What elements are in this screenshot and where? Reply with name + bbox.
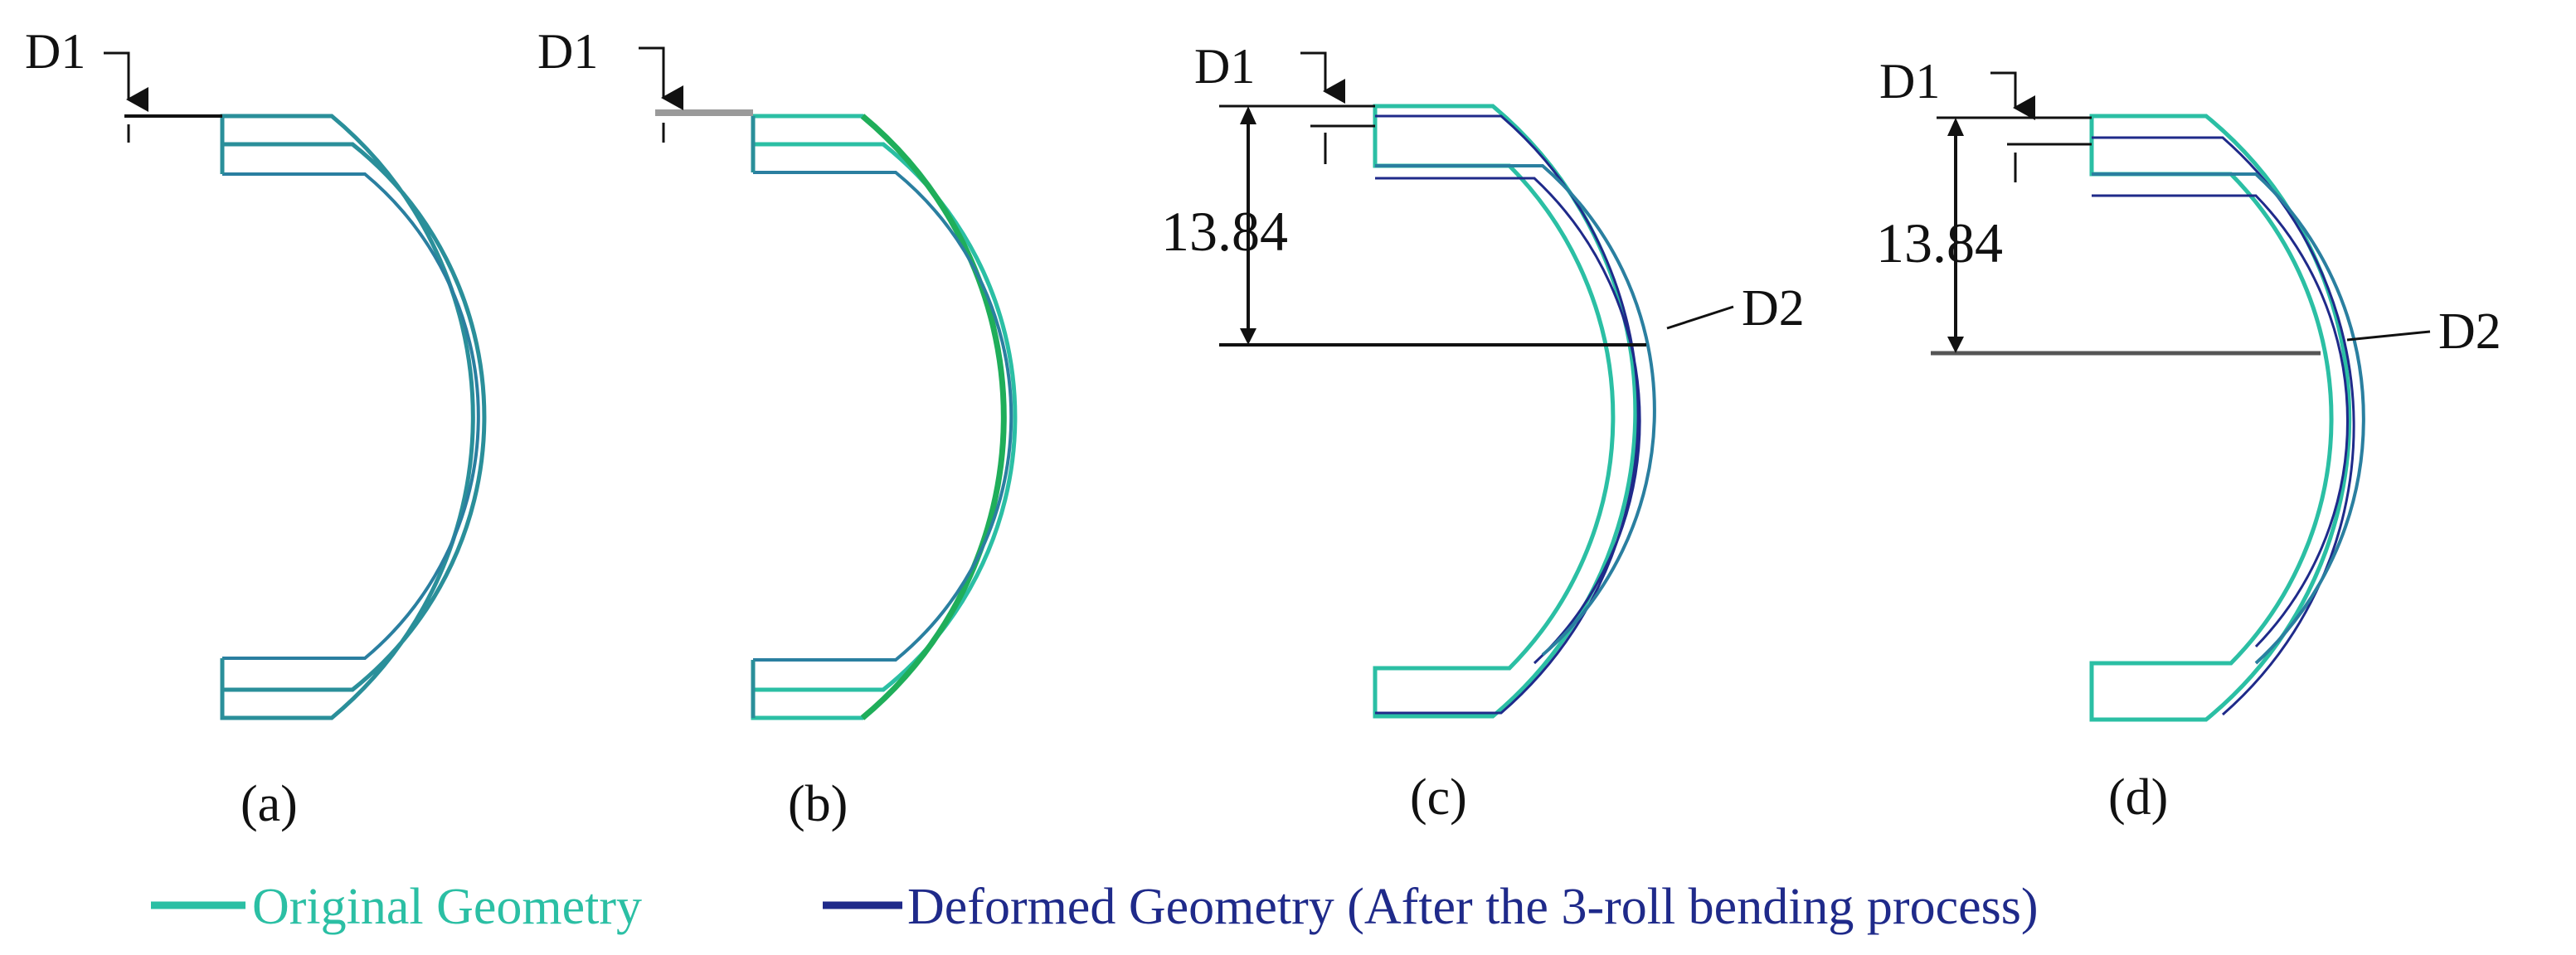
legend-label-original: Original Geometry <box>252 879 642 935</box>
d2-label: D2 <box>2438 303 2501 360</box>
profile-outer <box>751 114 1018 720</box>
dimension-value: 13.84 <box>1876 211 2003 274</box>
d1-leader <box>1990 71 2035 120</box>
dim-arrow-bottom <box>1947 337 1964 353</box>
legend: Original Geometry Deformed Geometry (Aft… <box>151 879 2039 935</box>
profile-inner <box>1375 164 1656 657</box>
d1-leader <box>639 46 683 110</box>
profile-inner <box>222 172 480 660</box>
profile-deformed <box>1375 114 1641 715</box>
d1-leader <box>1300 51 1345 104</box>
panel-label-c: (c) <box>1410 769 1467 826</box>
dim-arrow-top <box>1240 106 1256 124</box>
d1-label: D1 <box>537 24 598 79</box>
profile-outer-green <box>860 114 1007 720</box>
profile-original <box>1373 104 1638 719</box>
profile-outer <box>220 114 487 720</box>
profile-deformed <box>2092 136 2355 716</box>
legend-label-deformed: Deformed Geometry (After the 3-roll bend… <box>907 879 2039 935</box>
d1-label: D1 <box>1194 39 1255 94</box>
panel-label-b: (b) <box>788 776 848 832</box>
profile-original <box>2089 114 2352 722</box>
d1-label: D1 <box>1879 54 1940 109</box>
panel-a: D1 (a) <box>25 24 487 832</box>
panel-label-a: (a) <box>241 776 298 832</box>
panel-label-d: (d) <box>2108 769 2168 826</box>
d1-label: D1 <box>25 24 85 79</box>
dimension-value: 13.84 <box>1161 200 1288 263</box>
profile-inner <box>2092 172 2365 665</box>
panel-d: 13.84 D1 D2 (d) <box>1876 54 2501 826</box>
dim-arrow-top <box>1947 118 1964 136</box>
panel-c: 13.84 D1 D2 (c) <box>1161 39 1805 826</box>
profile-inner <box>753 171 1013 662</box>
d1-leader <box>104 51 148 112</box>
d2-leader <box>2346 330 2431 342</box>
d2-label: D2 <box>1742 280 1805 337</box>
dim-arrow-bottom <box>1240 328 1256 345</box>
panel-b: D1 (b) <box>537 24 1018 832</box>
d2-leader <box>1666 305 1734 330</box>
